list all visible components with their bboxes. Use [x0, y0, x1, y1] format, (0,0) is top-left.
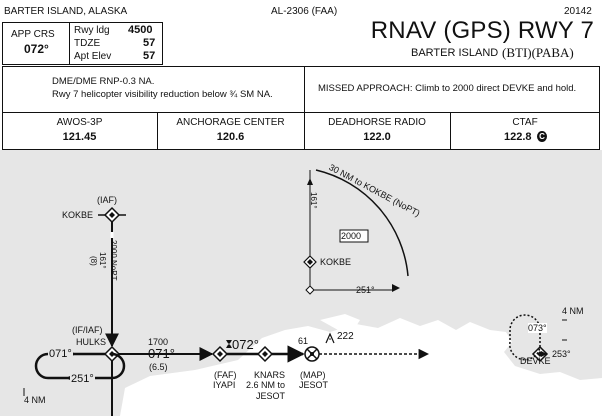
hold-distance: 4 NM — [24, 395, 46, 405]
map-distance: 61 — [298, 336, 309, 346]
leg-course: 161° — [98, 252, 107, 269]
segment-altitude: 1700 — [148, 337, 169, 347]
devke-outbound-course: 073° — [528, 323, 547, 333]
leg-distance: (8) — [89, 256, 98, 266]
center-label: ANCHORAGE CENTER — [176, 117, 285, 128]
segment-course: 071° — [148, 346, 175, 361]
plan-view — [0, 150, 602, 416]
devke-label: DEVKE — [520, 356, 551, 366]
apt-elev-value: 57 — [143, 50, 156, 62]
if-iaf-tag: (IF/IAF) — [72, 325, 103, 335]
msa-box — [339, 229, 369, 243]
tdze-value: 57 — [143, 37, 156, 49]
land-area — [120, 318, 602, 416]
rwy-ldg-value: 4500 — [128, 24, 153, 36]
helicopter-note: Rwy 7 helicopter visibility reduction be… — [52, 89, 273, 100]
knars-label: KNARS — [254, 370, 286, 380]
radio-label: DEADHORSE RADIO — [328, 117, 426, 128]
iyapi-label: IYAPI — [213, 380, 236, 390]
airport-identifiers: (BTI)(PABA) — [502, 45, 574, 60]
devke-holding-pattern — [509, 314, 541, 361]
jesot-label: JESOT — [299, 380, 329, 390]
inset-bearing: 251° — [356, 285, 375, 295]
inset-kokbe-label: KOKBE — [320, 257, 352, 267]
kokbe-label: KOKBE — [62, 210, 94, 220]
procedure-title: RNAV (GPS) RWY 7 — [370, 17, 594, 44]
rwy-ldg-label: Rwy ldg — [74, 25, 110, 36]
knars-to-jesot: JESOT — [256, 391, 286, 401]
awos-label: AWOS-3P — [56, 117, 103, 128]
hulks-label: HULKS — [76, 337, 107, 347]
app-crs-label: APP CRS — [11, 29, 55, 40]
rnp-note: DME/DME RNP-0.3 NA. — [52, 76, 155, 87]
edition-number: 20142 — [564, 6, 592, 17]
ctaf-symbol-icon: C — [537, 131, 547, 142]
chart-id: AL-2306 (FAA) — [271, 6, 338, 17]
map-tag: (MAP) — [300, 370, 326, 380]
taa-radial: 161° — [309, 192, 318, 209]
briefing-info-box — [2, 22, 163, 65]
radio-freq: 122.0 — [363, 131, 391, 143]
faf-tag: (FAF) — [214, 370, 237, 380]
iaf-tag: (IAF) — [97, 195, 117, 205]
comms-box — [2, 112, 600, 150]
ctaf-label: CTAF — [512, 117, 538, 128]
obstacle-elevation: 222 — [337, 331, 354, 342]
hold-inbound-course: 251° — [70, 373, 95, 385]
segment-distance: (6.5) — [149, 362, 168, 372]
tdze-label: TDZE — [74, 38, 101, 49]
apt-elev-label: Apt Elev — [74, 51, 112, 62]
knars-distance: 2.6 NM to — [246, 380, 286, 390]
app-crs-value: 072° — [24, 42, 49, 56]
leg-altitude: 2000 NoPT — [109, 240, 118, 281]
taa-altitude: 2000 — [341, 231, 362, 241]
ctaf-freq: 122.8 — [504, 131, 532, 143]
taa-arc — [315, 169, 409, 277]
location-label: BARTER ISLAND, ALASKA — [4, 6, 128, 17]
devke-inbound-course: 253° — [552, 349, 571, 359]
center-freq: 120.6 — [216, 131, 245, 143]
final-course: 072° — [232, 337, 259, 352]
airport-name: BARTER ISLAND — [411, 47, 499, 59]
awos-freq: 121.45 — [62, 131, 97, 143]
hold-outbound-course: 071° — [48, 348, 73, 360]
missed-approach-text: MISSED APPROACH: Climb to 2000 direct DE… — [318, 83, 577, 94]
hulks-holding-pattern — [34, 352, 126, 380]
devke-hold-distance: 4 NM — [562, 306, 584, 316]
obstacle-icon — [325, 332, 335, 344]
